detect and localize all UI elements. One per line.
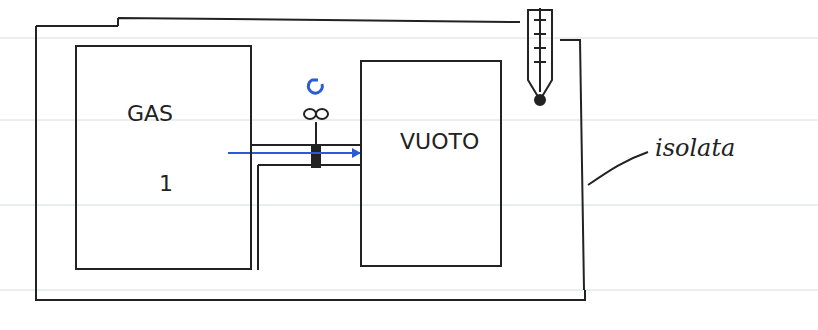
chamber-label: VUOTO: [400, 130, 479, 154]
state-number: 1: [159, 172, 173, 196]
leader-line: [588, 152, 648, 185]
chamber-box: GAS 1: [75, 45, 252, 270]
flow-arrow-tail: [228, 152, 250, 154]
connecting-tube: [250, 145, 360, 270]
insulation-label: isolata: [655, 134, 735, 162]
valve: [304, 109, 328, 167]
flow-arrow: [252, 152, 360, 154]
thermometer: [528, 8, 552, 105]
insulated-container: [36, 18, 585, 300]
rotation-symbol: [308, 80, 322, 93]
chamber-label: GAS: [127, 102, 173, 126]
chamber-box: VUOTO: [360, 60, 502, 267]
